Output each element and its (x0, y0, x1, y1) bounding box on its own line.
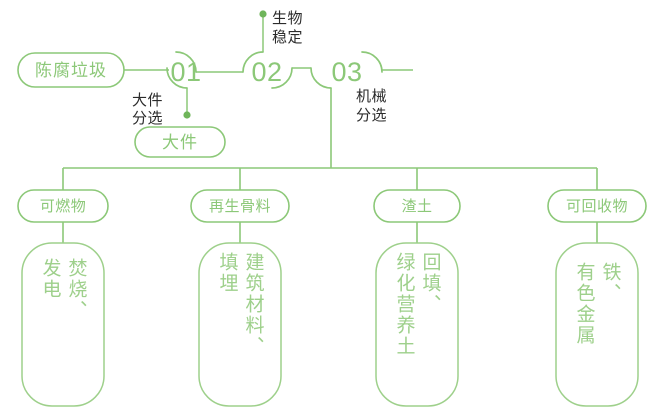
output-pill-daijian[interactable] (134, 126, 226, 158)
node-03-arc-top-right (361, 51, 383, 73)
branch-pill-3-label: 渣土 (401, 198, 432, 215)
source-pill[interactable] (17, 52, 125, 88)
stage-number-02[interactable]: 02 (251, 57, 282, 87)
branch-pill-2[interactable] (190, 189, 290, 223)
branch-pill-2-label: 再生骨料 (209, 198, 271, 215)
branch-pill-3[interactable] (373, 189, 461, 223)
result-box-3[interactable] (375, 242, 459, 407)
stage-01-label-line2: 分选 (132, 110, 163, 127)
result-box-4[interactable] (555, 242, 639, 407)
node-02-arc-top-left (242, 51, 264, 73)
connector-dot-daijian (183, 111, 191, 119)
output-pill-daijian-label: 大件 (162, 133, 198, 152)
node-02-arc-bottom-right (271, 67, 293, 89)
branch-pill-1-label: 可燃物 (40, 197, 87, 215)
stage-number-03[interactable]: 03 (331, 57, 362, 87)
source-pill-label: 陈腐垃圾 (35, 61, 107, 80)
node-03-arc-bottom-left (310, 67, 332, 89)
result-box-1[interactable] (21, 242, 105, 407)
result-box-2[interactable] (198, 242, 282, 407)
stage-03-label-line2: 分选 (356, 107, 387, 124)
node-01-arc-top-right (175, 51, 197, 73)
stage-01-label-line1: 大件 (132, 92, 163, 109)
node-01-arc-bottom-left (166, 67, 188, 89)
branch-pill-1[interactable] (17, 189, 109, 223)
stage-number-01[interactable]: 01 (170, 57, 201, 87)
stage-02-label-line2: 稳定 (272, 29, 303, 46)
stage-02-label-line1: 生物 (272, 10, 303, 27)
connector-dot-shengwu (259, 10, 267, 18)
stage-03-label-line1: 机械 (356, 88, 387, 105)
branch-pill-4[interactable] (547, 189, 647, 223)
branch-pill-4-label: 可回收物 (566, 198, 628, 215)
